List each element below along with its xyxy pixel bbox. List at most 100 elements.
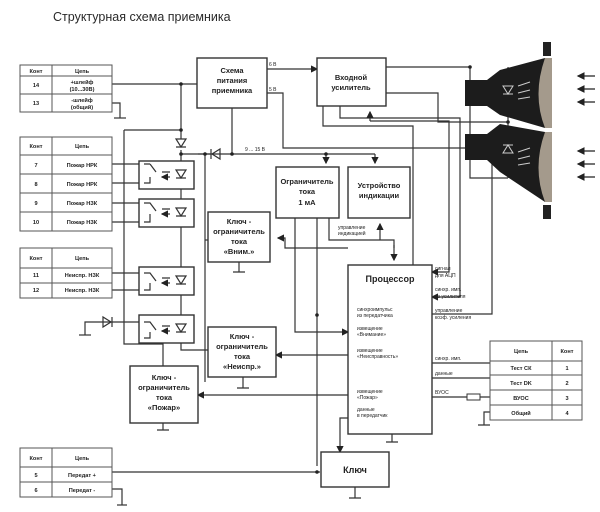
svg-text:управление: управление	[338, 225, 366, 231]
svg-text:Пожар НЗК: Пожар НЗК	[67, 220, 98, 226]
processor-block: Процессор синхроимпульс из передатчика и…	[347, 264, 433, 435]
svg-text:«Пожар»: «Пожар»	[357, 395, 378, 401]
svg-text:приемника: приемника	[212, 86, 253, 95]
svg-text:извещение: извещение	[357, 326, 383, 332]
key-block: Ключ	[320, 451, 390, 488]
opto-relay-fire-nzk	[138, 198, 195, 228]
input-amplifier-block: Входной усилитель	[316, 57, 387, 107]
svg-text:Тест СК: Тест СК	[510, 366, 532, 372]
power-supply-block: Схема питания приемника 6 В 5 В	[196, 57, 277, 109]
svg-text:ВУОС: ВУОС	[513, 396, 529, 402]
svg-text:Ключ: Ключ	[343, 465, 367, 475]
svg-text:коэф. усиления: коэф. усиления	[435, 315, 471, 321]
svg-text:2: 2	[565, 381, 568, 387]
svg-text:6 В: 6 В	[269, 62, 277, 68]
wires	[79, 65, 509, 506]
svg-text:для АЦП: для АЦП	[435, 273, 456, 279]
svg-text:синхроимпульс: синхроимпульс	[357, 307, 393, 313]
svg-text:1: 1	[565, 366, 568, 372]
svg-text:Цепь: Цепь	[75, 456, 90, 462]
processor-side-labels: сигнал для АЦП синхр. имп. из усилителя …	[435, 266, 471, 396]
svg-text:ВУОС: ВУОС	[435, 390, 449, 396]
diode-icon	[210, 147, 221, 161]
opto-relays	[138, 160, 195, 344]
junction-dots	[179, 65, 510, 474]
svg-text:4: 4	[565, 411, 569, 417]
photodiode-sensor	[465, 42, 595, 219]
svg-text:Неиспр. НЗК: Неиспр. НЗК	[65, 273, 100, 279]
svg-text:Пожар НЗК: Пожар НЗК	[67, 201, 98, 207]
svg-text:12: 12	[33, 288, 39, 294]
svg-text:1 мА: 1 мА	[298, 198, 316, 207]
svg-text:Конт: Конт	[30, 456, 43, 462]
svg-text:«Неиспр.»: «Неиспр.»	[223, 362, 261, 371]
svg-text:данные: данные	[435, 371, 453, 377]
svg-text:13: 13	[33, 101, 39, 107]
svg-text:7: 7	[34, 163, 37, 169]
svg-text:Конт: Конт	[561, 349, 574, 355]
svg-text:Ключ -: Ключ -	[230, 332, 255, 341]
svg-text:тока: тока	[234, 352, 251, 361]
table-test: Цепь Конт Тест СК 1 Тест DK 2 ВУОС 3 Общ…	[489, 340, 583, 421]
svg-text:6: 6	[34, 488, 37, 494]
svg-text:«Неисправность»: «Неисправность»	[357, 354, 398, 360]
svg-text:данные: данные	[357, 407, 375, 413]
svg-text:управление: управление	[435, 308, 463, 314]
svg-text:(10...30В): (10...30В)	[70, 87, 95, 93]
svg-text:Пожар НРК: Пожар НРК	[67, 182, 98, 188]
svg-text:ограничитель: ограничитель	[213, 227, 265, 236]
svg-text:14: 14	[33, 83, 40, 89]
svg-text:8: 8	[34, 182, 37, 188]
diode-icon	[174, 138, 188, 149]
table-fault: Конт Цепь 11 Неиспр. НЗК 12 Неиспр. НЗК	[19, 247, 113, 299]
svg-text:Пожар НРК: Пожар НРК	[67, 163, 98, 169]
svg-text:«Вним.»: «Вним.»	[224, 247, 255, 256]
svg-text:Общий: Общий	[511, 410, 531, 417]
svg-text:тока: тока	[231, 237, 248, 246]
svg-text:ограничитель: ограничитель	[138, 383, 190, 392]
resistor-icon	[466, 393, 481, 401]
svg-text:«Пожар»: «Пожар»	[148, 403, 180, 412]
svg-text:Цепь: Цепь	[514, 349, 529, 355]
svg-text:11: 11	[33, 273, 39, 279]
svg-text:усилитель: усилитель	[331, 83, 371, 92]
svg-text:Ключ -: Ключ -	[152, 373, 177, 382]
key-limiter-fire-block: Ключ - ограничитель тока «Пожар»	[129, 365, 199, 424]
svg-text:извещение: извещение	[357, 389, 383, 395]
svg-text:Тест DK: Тест DK	[510, 381, 532, 387]
svg-text:Ограничитель: Ограничитель	[280, 177, 333, 186]
voltage-label-9-15: 9 ... 15 В	[245, 147, 266, 153]
svg-text:Конт: Конт	[30, 69, 43, 75]
svg-text:9: 9	[34, 201, 37, 207]
svg-text:из передатчика: из передатчика	[357, 313, 393, 319]
svg-text:тока: тока	[299, 187, 316, 196]
opto-relay-fire-nrk	[138, 160, 195, 190]
svg-text:тока: тока	[156, 393, 173, 402]
svg-text:Ключ -: Ключ -	[227, 217, 252, 226]
diode-icon	[102, 315, 113, 329]
svg-text:Неиспр. НЗК: Неиспр. НЗК	[65, 288, 100, 294]
svg-text:(общий): (общий)	[71, 104, 93, 111]
indicator-block: Устройство индикации	[347, 166, 411, 219]
table-power: Конт Цепь 14 +шлейф (10...30В) 13 -шлейф…	[19, 64, 113, 113]
svg-text:5: 5	[34, 473, 37, 479]
opto-relay-aux	[138, 314, 195, 344]
table-transmit: Конт Цепь 5 Передат + 6 Передат -	[19, 447, 113, 498]
svg-text:ограничитель: ограничитель	[216, 342, 268, 351]
svg-text:Цепь: Цепь	[75, 256, 90, 262]
opto-relay-fault	[138, 266, 195, 296]
svg-text:10: 10	[33, 220, 39, 226]
svg-text:синхр. имп.: синхр. имп.	[435, 356, 461, 362]
diodes	[102, 138, 221, 329]
key-limiter-attention-block: Ключ - ограничитель тока «Вним.»	[207, 211, 271, 263]
key-limiter-fault-block: Ключ - ограничитель тока «Неиспр.»	[207, 326, 277, 378]
svg-text:извещение: извещение	[357, 348, 383, 354]
svg-text:индикации: индикации	[359, 191, 400, 200]
light-arrows	[576, 72, 595, 181]
svg-text:синхр. имп.: синхр. имп.	[435, 287, 461, 293]
current-limiter-block: Ограничитель тока 1 мА	[275, 166, 340, 219]
svg-text:Схема: Схема	[220, 66, 244, 75]
svg-text:Входной: Входной	[335, 73, 368, 82]
svg-text:из усилителя: из усилителя	[435, 294, 466, 300]
